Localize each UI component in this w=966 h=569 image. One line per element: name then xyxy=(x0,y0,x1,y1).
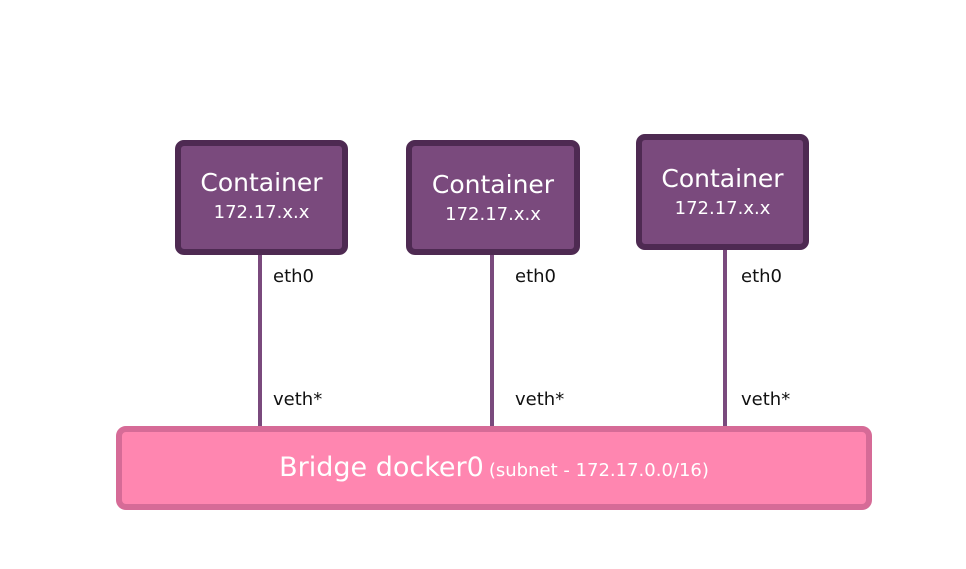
container-ip: 172.17.x.x xyxy=(213,202,310,223)
container-box-1: Container 172.17.x.x xyxy=(175,140,348,255)
link-line-3 xyxy=(723,250,727,427)
container-box-2: Container 172.17.x.x xyxy=(406,140,580,255)
container-ip: 172.17.x.x xyxy=(445,204,541,225)
eth-label-3: eth0 xyxy=(741,266,782,287)
container-title: Container xyxy=(200,168,323,197)
eth-label-1: eth0 xyxy=(273,266,314,287)
link-line-1 xyxy=(258,255,262,427)
eth-label-2: eth0 xyxy=(515,266,556,287)
container-box-3: Container 172.17.x.x xyxy=(636,134,809,250)
bridge-docker0: Bridge docker0 (subnet - 172.17.0.0/16) xyxy=(116,426,872,510)
veth-label-1: veth* xyxy=(273,389,323,410)
bridge-title: Bridge docker0 xyxy=(279,452,484,483)
container-title: Container xyxy=(661,164,784,193)
veth-label-3: veth* xyxy=(741,389,791,410)
link-line-2 xyxy=(490,255,494,430)
bridge-subnet: (subnet - 172.17.0.0/16) xyxy=(488,460,709,481)
container-title: Container xyxy=(431,170,555,199)
container-ip: 172.17.x.x xyxy=(674,198,771,219)
veth-label-2: veth* xyxy=(515,389,565,410)
